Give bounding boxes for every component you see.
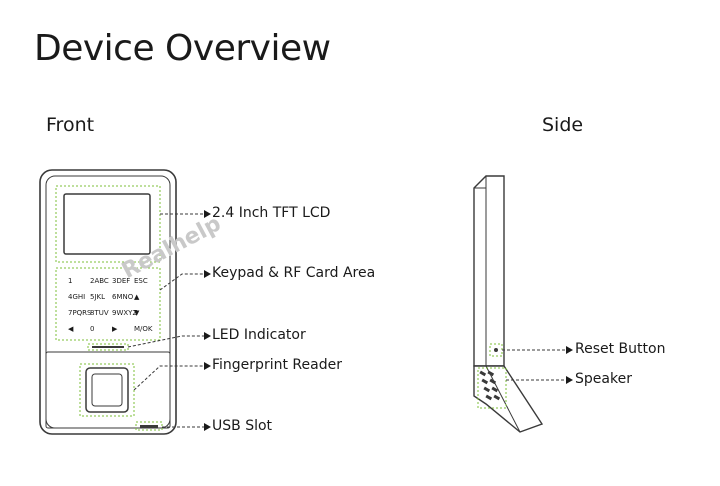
keypad-key: 0 [90, 325, 94, 333]
lcd-highlight [55, 185, 161, 263]
keypad-key: 9WXYZ [112, 309, 137, 317]
keypad-key: ESC [134, 277, 148, 285]
keypad-key: ◀ [68, 325, 74, 333]
keypad-key: 3DEF [112, 277, 130, 285]
keypad-key: 2ABC [90, 277, 109, 285]
usb-callout: USB Slot [212, 418, 273, 434]
keypad-key: 1 [68, 277, 72, 285]
side-leader-arrows [566, 346, 573, 384]
led-callout: LED Indicator [212, 327, 306, 343]
side-view-label: Side [542, 114, 584, 136]
led-leader [127, 335, 204, 348]
led-indicator [92, 346, 124, 348]
keypad-key: 7PQRS [68, 309, 92, 317]
usb-arrow-icon [204, 423, 211, 431]
fingerprint-callout: Fingerprint Reader [212, 357, 342, 373]
fingerprint-sensor [91, 373, 123, 407]
lcd-arrow-icon [204, 210, 211, 218]
keypad-key: 4GHI [68, 293, 85, 301]
reset-callout: Reset Button [575, 341, 666, 357]
keypad-callout: Keypad & RF Card Area [212, 265, 376, 281]
reset-button [494, 348, 498, 352]
keypad-key: 8TUV [90, 309, 109, 317]
speaker-grille [479, 370, 501, 401]
side-device-base-edge [485, 365, 521, 433]
led-highlight [87, 343, 129, 351]
keypad-key: ▲ [134, 293, 140, 301]
keypad-key: 6MNO [112, 293, 134, 301]
speaker-arrow-icon [566, 376, 573, 384]
side-device [473, 175, 544, 433]
usb-highlight [135, 421, 163, 431]
side-leader-lines [502, 349, 566, 381]
speaker-highlight [477, 367, 507, 409]
keypad-highlight [55, 267, 161, 341]
side-device-body [473, 175, 505, 367]
front-view-label: Front [46, 114, 95, 136]
lcd-callout: 2.4 Inch TFT LCD [212, 205, 331, 221]
fingerprint-leader [133, 365, 204, 391]
keypad-key: 5JKL [90, 293, 105, 301]
led-arrow-icon [204, 332, 211, 340]
keypad-key: ▶ [112, 325, 118, 333]
usb-slot [140, 425, 158, 428]
keypad-arrow-icon [204, 270, 211, 278]
front-leader-arrows [204, 210, 211, 431]
lower-panel [45, 351, 171, 429]
fingerprint-arrow-icon [204, 362, 211, 370]
keypad-key: M/OK [134, 325, 153, 333]
lcd-screen [63, 193, 151, 255]
keypad-key: ▼ [134, 309, 140, 317]
speaker-callout: Speaker [575, 371, 632, 387]
page-title: Device Overview [34, 28, 331, 69]
front-leader-lines [127, 213, 204, 428]
fingerprint-sensor-frame [85, 367, 129, 413]
reset-arrow-icon [566, 346, 573, 354]
keypad-leader [159, 273, 204, 291]
